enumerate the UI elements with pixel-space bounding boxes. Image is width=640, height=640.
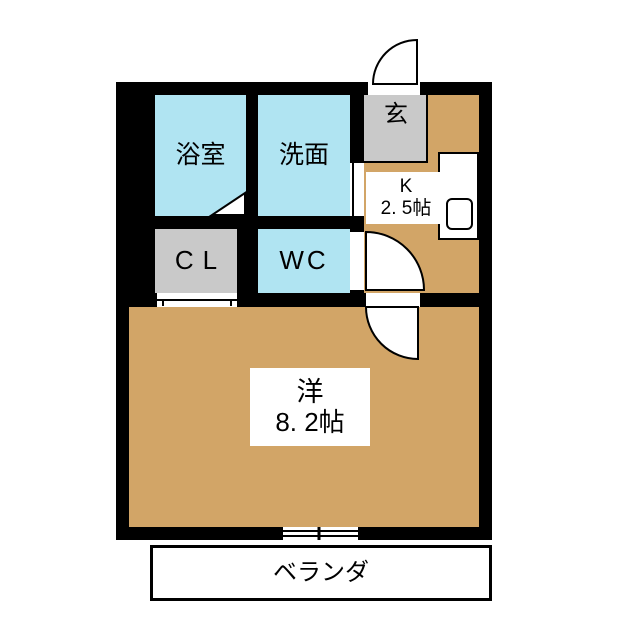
wall-right bbox=[479, 82, 492, 540]
western-room-label: 洋 8. 2帖 bbox=[250, 368, 370, 446]
wall-bathroom-washroom bbox=[246, 95, 258, 216]
closet-door-opening bbox=[157, 293, 237, 307]
kitchen-sink bbox=[446, 198, 473, 230]
bathroom-label: 浴室 bbox=[175, 141, 226, 170]
toilet-label: WC bbox=[279, 245, 329, 276]
washroom-door-opening bbox=[350, 163, 364, 216]
wall-wetblock-middle bbox=[129, 216, 350, 229]
washroom-floor bbox=[258, 95, 350, 216]
kitchen-label-k: K bbox=[399, 176, 413, 198]
veranda-window-opening bbox=[283, 527, 358, 540]
entrance-label: 玄 bbox=[384, 101, 408, 129]
entrance-tile-floor bbox=[364, 95, 428, 163]
main-room-door-opening bbox=[366, 293, 420, 307]
veranda-label: ベランダ bbox=[273, 559, 369, 587]
entrance-door-arc bbox=[371, 38, 418, 85]
veranda: ベランダ bbox=[150, 545, 492, 601]
western-room-label-type: 洋 bbox=[296, 376, 324, 407]
hall-door-opening bbox=[350, 232, 364, 290]
washroom-label: 洗面 bbox=[278, 141, 329, 170]
kitchen-label-size: 2. 5帖 bbox=[380, 198, 432, 219]
wall-closet-toilet bbox=[237, 229, 258, 293]
wall-wetblock-left bbox=[129, 95, 155, 293]
wall-left bbox=[116, 82, 129, 540]
kitchen-label: K 2. 5帖 bbox=[366, 172, 446, 224]
wall-top bbox=[116, 82, 492, 95]
closet-floor bbox=[155, 229, 237, 293]
toilet-floor bbox=[258, 229, 350, 293]
entrance-door-opening bbox=[368, 82, 420, 95]
closet-label: CL bbox=[174, 245, 227, 276]
western-room-label-size: 8. 2帖 bbox=[275, 406, 345, 437]
